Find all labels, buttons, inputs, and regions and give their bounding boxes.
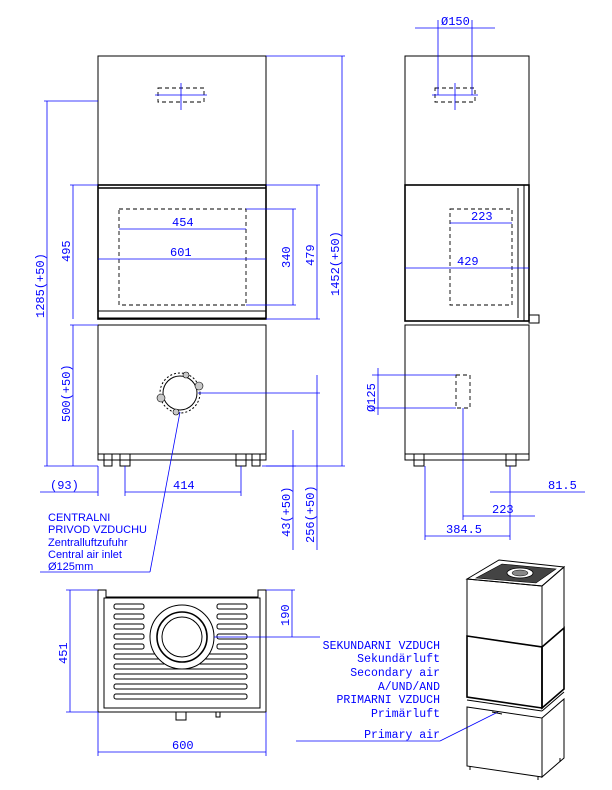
central-air-line5: Ø125mm (48, 561, 93, 573)
bottom-view: 451 600 190 (57, 589, 320, 756)
front-upper-body (97, 55, 267, 186)
dim-side-depth: 384.5 (446, 523, 482, 537)
dim-side-inlet-offset: 223 (492, 503, 514, 517)
dim-side-flue-diameter: Ø150 (441, 15, 470, 29)
side-view: Ø150 223 429 Ø125 81.5 223 384.5 (365, 15, 585, 540)
dim-feet-height: 43(+50) (280, 487, 294, 537)
air-line3: Secondary air (350, 667, 440, 680)
air-line7: Primary air (364, 729, 440, 742)
bottom-outline (97, 589, 267, 713)
dim-side-window-width: 429 (457, 255, 479, 269)
foot (413, 453, 425, 467)
air-line6: Primärluft (371, 708, 440, 721)
dim-lower-height: 500(+50) (60, 364, 74, 422)
bottom-inlet-inner (161, 616, 203, 658)
bottom-inlet-outer (149, 604, 215, 670)
front-window-outline (118, 208, 247, 306)
dim-left-offset: (93) (50, 479, 79, 493)
dim-bottom-width: 600 (172, 739, 194, 753)
dim-side-right-offset: 81.5 (548, 479, 577, 493)
dim-bottom-depth: 451 (57, 642, 71, 664)
central-air-label: CENTRALNI PRIVOD VZDUCHU Zentralluftzufu… (48, 512, 147, 573)
dim-inlet-height: 256(+50) (304, 485, 318, 543)
iso-firebox-front (466, 635, 543, 709)
bottom-inlet-ring (156, 611, 208, 663)
dim-window-height: 340 (280, 246, 294, 268)
foot (103, 453, 113, 467)
dim-side-inlet-diameter: Ø125 (365, 383, 379, 412)
front-firebox (97, 184, 267, 320)
central-air-line1: CENTRALNI (48, 512, 110, 524)
central-air-line2: PRIVOD VZDUCHU (48, 524, 147, 536)
central-air-line4: Central air inlet (48, 549, 122, 561)
dim-window-width: 601 (170, 246, 192, 260)
dim-glass-height: 479 (304, 244, 318, 266)
isometric-view (465, 559, 566, 780)
side-lower-body (404, 324, 530, 455)
front-lower-body (97, 324, 267, 455)
foot (505, 453, 517, 467)
foot (251, 453, 261, 467)
dim-side-inner-width: 223 (471, 210, 493, 224)
air-label: SEKUNDARNI VZDUCH Sekundärluft Secondary… (296, 640, 499, 742)
air-line4: A/UND/AND (378, 681, 440, 694)
dim-total-height: 1452(+50) (329, 231, 343, 296)
side-inlet-outline (455, 374, 471, 409)
air-line5: PRIMARNI VZDUCH (336, 694, 440, 707)
grille-left (113, 603, 145, 650)
side-upper-body (404, 55, 530, 186)
iso-lower-front (466, 706, 543, 778)
front-air-inlet (162, 375, 198, 411)
dim-upper-height: 495 (60, 240, 74, 262)
grille-right (216, 603, 248, 650)
dim-center-height: 1285(+50) (34, 253, 48, 318)
air-line2: Sekundärluft (357, 653, 440, 666)
dim-bottom-inlet-offset: 190 (279, 604, 293, 626)
side-firebox (404, 184, 530, 322)
iso-upper-front (466, 578, 543, 648)
central-air-line3: Zentralluftzufuhr (48, 537, 128, 549)
dim-feet-spacing: 414 (173, 479, 195, 493)
air-line1: SEKUNDARNI VZDUCH (323, 640, 440, 653)
side-window-outline (449, 208, 513, 306)
front-view: 454 601 340 479 1452(+50) 1285(+50) 495 … (34, 55, 345, 573)
dim-flue-top: 454 (172, 216, 194, 230)
